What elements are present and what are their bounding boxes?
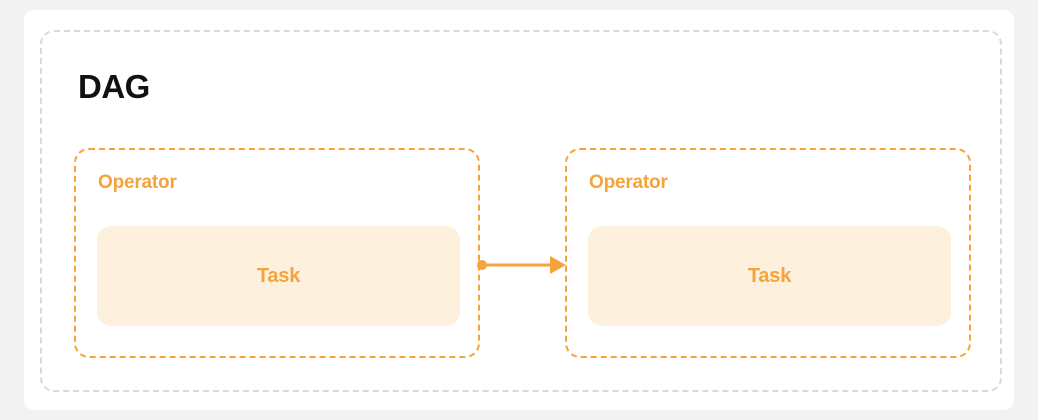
task-node-2[interactable]: Task: [588, 226, 951, 326]
operator-node-2[interactable]: Operator Task: [565, 148, 971, 358]
operator-label: Operator: [98, 172, 177, 193]
operator-node-1[interactable]: Operator Task: [74, 148, 480, 358]
arrow-icon: [477, 256, 566, 274]
dag-container: [40, 30, 1002, 392]
edge-operator1-to-operator2: [476, 248, 570, 282]
dag-title: DAG: [78, 68, 150, 105]
task-node-1[interactable]: Task: [97, 226, 460, 326]
task-label: Task: [747, 264, 792, 287]
page-card: [24, 10, 1014, 410]
operator-label: Operator: [589, 172, 668, 193]
task-label: Task: [256, 264, 301, 287]
